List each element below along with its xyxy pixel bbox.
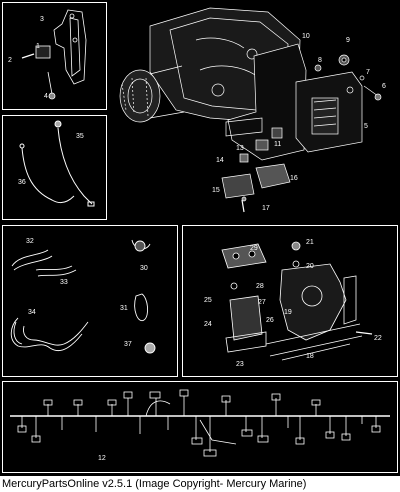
callout-34: 34: [28, 309, 36, 316]
wiring-kit-drawing: [10, 239, 156, 354]
callout-20: 20: [306, 263, 314, 270]
main-assembly-drawing: [119, 7, 382, 213]
callout-10: 10: [302, 33, 310, 40]
callout-17: 17: [262, 205, 270, 212]
callout-27: 27: [258, 299, 266, 306]
callout-19: 19: [284, 309, 292, 316]
callout-5: 5: [364, 123, 368, 130]
actuator-drawing: [221, 241, 373, 361]
callout-2: 2: [8, 57, 12, 64]
cable-drawing: [19, 120, 95, 207]
callout-11: 11: [274, 141, 281, 148]
callout-33: 33: [60, 279, 68, 286]
callout-6: 6: [382, 83, 386, 90]
callout-9: 9: [346, 37, 350, 44]
callout-4: 4: [44, 93, 48, 100]
callout-8: 8: [318, 57, 322, 64]
panel-bracket: [2, 2, 107, 110]
panel-harness: [2, 381, 398, 473]
callout-3: 3: [40, 16, 44, 23]
callout-1: 1: [36, 43, 40, 50]
callout-labels: 3 2 1 4 35 36 10 9 8 7 6 5 11 13 14 16 1…: [8, 16, 386, 462]
callout-13: 13: [236, 145, 244, 152]
copyright-caption: MercuryPartsOnline v2.5.1 (Image Copyrig…: [0, 476, 400, 492]
callout-15: 15: [212, 187, 220, 194]
callout-7: 7: [366, 69, 370, 76]
callout-22: 22: [374, 335, 382, 342]
callout-37: 37: [124, 341, 132, 348]
callout-18: 18: [306, 353, 314, 360]
callout-26: 26: [266, 317, 274, 324]
callout-23: 23: [236, 361, 244, 368]
callout-21: 21: [306, 239, 314, 246]
callout-24: 24: [204, 321, 212, 328]
callout-36: 36: [18, 179, 26, 186]
harness-drawing: [10, 389, 390, 457]
callout-16: 16: [290, 175, 298, 182]
callout-29: 29: [250, 245, 258, 252]
callout-12: 12: [98, 455, 106, 462]
callout-30: 30: [140, 265, 148, 272]
callout-25: 25: [204, 297, 212, 304]
callout-32: 32: [26, 238, 34, 245]
callout-31: 31: [120, 305, 128, 312]
bracket-drawing: [21, 9, 87, 100]
callout-35: 35: [76, 133, 84, 140]
callout-14: 14: [216, 157, 224, 164]
callout-28: 28: [256, 283, 264, 290]
